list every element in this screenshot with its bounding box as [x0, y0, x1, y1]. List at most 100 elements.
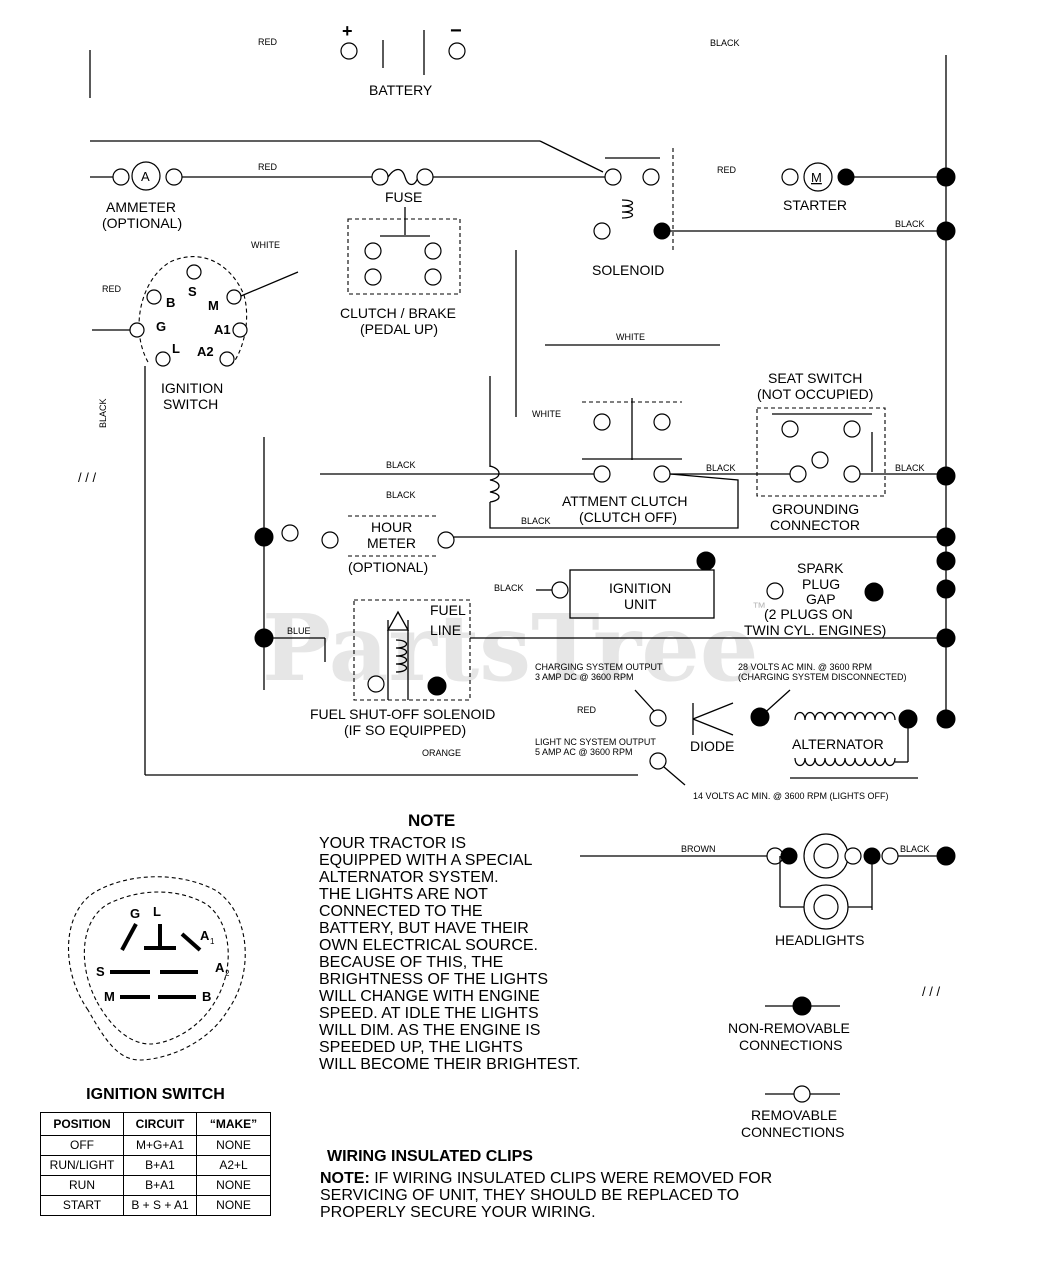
note-line: WILL CHANGE WITH ENGINE [319, 988, 540, 1005]
note-line: ALTERNATOR SYSTEM. [319, 869, 499, 886]
wire-label-brown: BROWN [681, 844, 716, 854]
table-cell: START [40, 1195, 124, 1216]
table-header: POSITION [40, 1112, 124, 1136]
alternator: ALTERNATOR [790, 709, 918, 779]
attment-clutch-sub: (CLUTCH OFF) [579, 509, 677, 525]
charging-output-2: 3 AMP DC @ 3600 RPM [535, 672, 634, 682]
svg-text:S: S [188, 284, 197, 299]
solenoid-label: SOLENOID [592, 262, 664, 278]
svg-text:B: B [202, 989, 211, 1004]
wire-label-black-left: BLACK [98, 398, 108, 428]
table-cell: RUN/LIGHT [40, 1155, 124, 1176]
ammeter-symbol: A [141, 169, 150, 184]
ignition-unit: BLACK IGNITION UNIT [494, 551, 716, 619]
spark-plug-line-4: (2 PLUGS ON [764, 606, 853, 622]
ground-node [936, 221, 956, 241]
wiring-clips-line-3: PROPERLY SECURE YOUR WIRING. [320, 1204, 596, 1221]
svg-text:1: 1 [210, 937, 215, 946]
ignition-unit-label: IGNITION [609, 580, 671, 596]
clutch-brake-switch: CLUTCH / BRAKE (PEDAL UP) [340, 218, 461, 337]
grounding-label: GROUNDING [772, 501, 859, 517]
table-cell: B + S + A1 [123, 1195, 197, 1216]
charging-system: CHARGING SYSTEM OUTPUT 3 AMP DC @ 3600 R… [535, 662, 907, 801]
wire-label-white-ign: WHITE [251, 240, 280, 250]
ground-node [936, 628, 956, 648]
ignition-switch-label: IGNITION [161, 380, 223, 396]
svg-text:A2: A2 [197, 344, 214, 359]
legend-nonremovable-2: CONNECTIONS [739, 1037, 842, 1053]
fuel-solenoid-sub: (IF SO EQUIPPED) [344, 722, 466, 738]
wire-label-white-mid: WHITE [616, 332, 645, 342]
table-cell: B+A1 [123, 1175, 197, 1196]
clip-mark-left: / / / [78, 470, 96, 485]
wiring-clips-line-2: SERVICING OF UNIT, THEY SHOULD BE REPLAC… [320, 1187, 739, 1204]
starter-symbol: M [811, 170, 822, 185]
wire-label-black-solenoid: BLACK [895, 219, 925, 229]
ammeter: A AMMETER (OPTIONAL) [90, 140, 604, 231]
table-header: “MAKE” [196, 1112, 271, 1136]
note-line: THE LIGHTS ARE NOT [319, 886, 488, 903]
hour-meter-label-2: METER [367, 535, 416, 551]
ground-node [936, 709, 956, 729]
table-row: OFF M+G+A1 NONE [40, 1135, 271, 1156]
table-cell: A2+L [196, 1155, 271, 1176]
ignition-switch-label-2: SWITCH [163, 396, 218, 412]
table-row: START B + S + A1 NONE [40, 1195, 271, 1216]
fuel-line-label: FUEL [430, 602, 466, 618]
fuse: FUSE [371, 168, 434, 235]
svg-text:G: G [130, 906, 140, 921]
note-line: BECAUSE OF THIS, THE [319, 954, 503, 971]
ground-node [936, 579, 956, 599]
wiring-clips-title: WIRING INSULATED CLIPS [327, 1148, 533, 1165]
wire-label-white-switch: WHITE [532, 409, 561, 419]
battery: RED + − BATTERY BLACK [89, 20, 740, 98]
charging-volts-2: (CHARGING SYSTEM DISCONNECTED) [738, 672, 907, 682]
ground-node [936, 527, 956, 547]
svg-text:A: A [200, 928, 210, 943]
fuel-line-label-2: LINE [430, 622, 461, 638]
attachment-clutch-switch: WHITE ATTMENT CLUTCH (CLUTCH OFF) [489, 398, 739, 529]
legend-removable-2: CONNECTIONS [741, 1124, 844, 1140]
svg-text:M: M [208, 298, 219, 313]
ground-node [936, 466, 956, 486]
solenoid: SOLENOID [592, 148, 674, 278]
ammeter-label: AMMETER [106, 199, 176, 215]
note-line: BRIGHTNESS OF THE LIGHTS [319, 971, 548, 988]
spark-plug-line-5: TWIN CYL. ENGINES) [744, 622, 886, 638]
note-title: NOTE [408, 811, 455, 830]
table-cell: NONE [196, 1195, 271, 1216]
wire-label-black-4: BLACK [706, 463, 736, 473]
wire-label-red-ammeter: RED [258, 162, 278, 172]
note-line: SPEEDED UP, THE LIGHTS [319, 1039, 523, 1056]
table-cell: NONE [196, 1135, 271, 1156]
battery-label: BATTERY [369, 82, 433, 98]
note-line: OWN ELECTRICAL SOURCE. [319, 937, 538, 954]
hour-meter-label: HOUR [371, 519, 412, 535]
wiring-clips-note: WIRING INSULATED CLIPS NOTE: IF WIRING I… [320, 1148, 772, 1221]
charging-light-1: LIGHT NC SYSTEM OUTPUT [535, 737, 656, 747]
alternator-label: ALTERNATOR [792, 736, 884, 752]
table-cell: OFF [40, 1135, 124, 1156]
svg-text:B: B [166, 295, 175, 310]
non-removable-icon [792, 996, 812, 1016]
wire-label-black-5: BLACK [895, 463, 925, 473]
seat-switch: SEAT SWITCH (NOT OCCUPIED) BLACK GROUNDI… [756, 370, 946, 533]
table-cell: RUN [40, 1175, 124, 1196]
ground-node [936, 551, 956, 571]
svg-text:A: A [215, 960, 225, 975]
fuel-solenoid-label: FUEL SHUT-OFF SOLENOID [310, 706, 495, 722]
ignition-unit-label-2: UNIT [624, 596, 657, 612]
ignition-switch-top: S B M G A1 L A2 IGNITION SWITCH [129, 256, 248, 412]
wire-label-orange: ORANGE [422, 748, 461, 758]
ground-node [936, 167, 956, 187]
svg-text:S: S [96, 964, 105, 979]
ignition-table-title: IGNITION SWITCH [86, 1086, 225, 1103]
ignition-switch-table: POSITION CIRCUIT “MAKE” OFF M+G+A1 NONE … [40, 1112, 271, 1216]
wire-label-black-2: BLACK [386, 490, 416, 500]
svg-text:2: 2 [225, 969, 230, 978]
note-line: WILL DIM. AS THE ENGINE IS [319, 1022, 540, 1039]
wire-label-black-top: BLACK [710, 38, 740, 48]
starter-label: STARTER [783, 197, 847, 213]
